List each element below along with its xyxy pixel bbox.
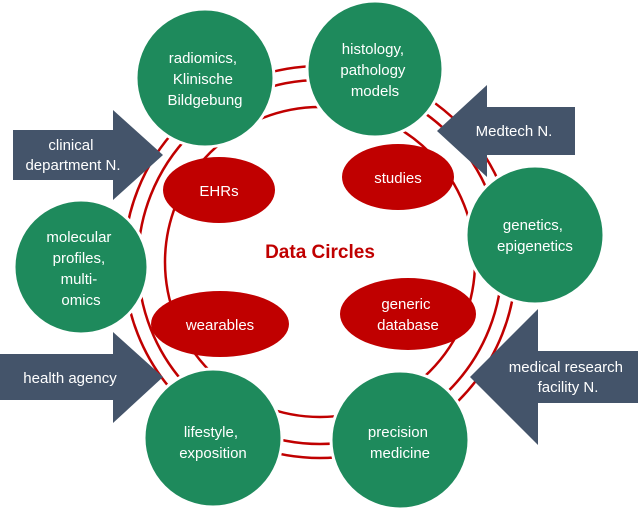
green-node-shape <box>329 369 471 510</box>
node-label-line: medicine <box>370 445 430 462</box>
arrow-clinical-department: clinical department N. <box>13 110 163 200</box>
node-label-line: multi- <box>61 271 98 288</box>
red-node-shape <box>163 157 275 223</box>
data-source-molecular: molecular profiles, multi- omics <box>12 198 150 336</box>
node-label-line: profiles, <box>53 250 106 267</box>
node-label-line: genetics, <box>503 217 563 234</box>
data-source-precision: precision medicine <box>329 369 471 510</box>
arrow-label-line: Medtech N. <box>476 123 553 140</box>
node-label-line: lifestyle, <box>184 424 238 441</box>
node-label-line: radiomics, <box>169 50 237 67</box>
data-source-radiomics: radiomics, Klinische Bildgebung <box>134 7 276 149</box>
arrow-label-line: clinical <box>48 137 93 154</box>
node-label-line: epigenetics <box>497 238 573 255</box>
node-label-line: omics <box>61 292 100 309</box>
arrow-label-line: health agency <box>23 370 117 387</box>
arrow-health-agency: health agency <box>0 332 163 423</box>
data-type-generic-database: generic database <box>340 278 476 350</box>
data-source-label: precision medicine <box>368 424 432 462</box>
center-title: Data Circles <box>265 242 375 263</box>
node-label-line: Klinische <box>173 71 233 88</box>
arrow-label-line: facility N. <box>538 379 599 396</box>
arrow-label: Medtech N. <box>476 123 553 140</box>
arrow-label: health agency <box>23 370 117 387</box>
arrow-label-line: department N. <box>25 157 120 174</box>
arrow-shape <box>0 332 163 423</box>
green-node-shape <box>142 367 284 509</box>
arrow-medtech: Medtech N. <box>437 85 575 177</box>
arrow-label: medical research facility N. <box>509 359 627 396</box>
arrow-label: clinical department N. <box>25 137 120 174</box>
data-type-wearables: wearables <box>151 291 289 357</box>
node-label-line: Bildgebung <box>167 92 242 109</box>
data-type-ehrs: EHRs <box>163 157 275 223</box>
red-node-shape <box>342 144 454 210</box>
data-source-label: genetics, epigenetics <box>497 217 573 255</box>
arrow-medical-research-facility: medical research facility N. <box>470 309 638 445</box>
data-type-studies: studies <box>342 144 454 210</box>
arrow-shape <box>470 309 638 445</box>
green-node-shape <box>134 7 276 149</box>
data-source-label: lifestyle, exposition <box>179 424 247 462</box>
arrow-shape <box>437 85 575 177</box>
arrow-label-line: medical research <box>509 359 623 376</box>
data-source-histology: histology, pathology models <box>305 0 445 139</box>
data-type-label: wearables <box>185 317 254 334</box>
node-label-line: wearables <box>185 317 254 334</box>
red-node-shape <box>151 291 289 357</box>
data-type-label: studies <box>374 170 422 187</box>
data-source-genetics: genetics, epigenetics <box>464 164 606 306</box>
node-label-line: models <box>351 83 399 100</box>
node-label-line: generic <box>381 296 431 313</box>
data-type-label: generic database <box>377 296 439 334</box>
node-label-line: pathology <box>340 62 406 79</box>
arrow-shape <box>13 110 163 200</box>
red-node-shape <box>340 278 476 350</box>
data-source-lifestyle: lifestyle, exposition <box>142 367 284 509</box>
node-label-line: precision <box>368 424 428 441</box>
node-label-line: molecular <box>46 229 111 246</box>
node-label-line: EHRs <box>199 183 238 200</box>
green-node-shape <box>305 0 445 139</box>
data-source-label: radiomics, Klinische Bildgebung <box>167 50 242 109</box>
data-source-label: molecular profiles, multi- omics <box>46 229 115 309</box>
node-label-line: database <box>377 317 439 334</box>
data-type-label: EHRs <box>199 183 238 200</box>
green-node-shape <box>464 164 606 306</box>
data-source-label: histology, pathology models <box>340 41 409 100</box>
node-label-line: studies <box>374 170 422 187</box>
green-node-shape <box>12 198 150 336</box>
node-label-line: histology, <box>342 41 404 58</box>
node-label-line: exposition <box>179 445 247 462</box>
